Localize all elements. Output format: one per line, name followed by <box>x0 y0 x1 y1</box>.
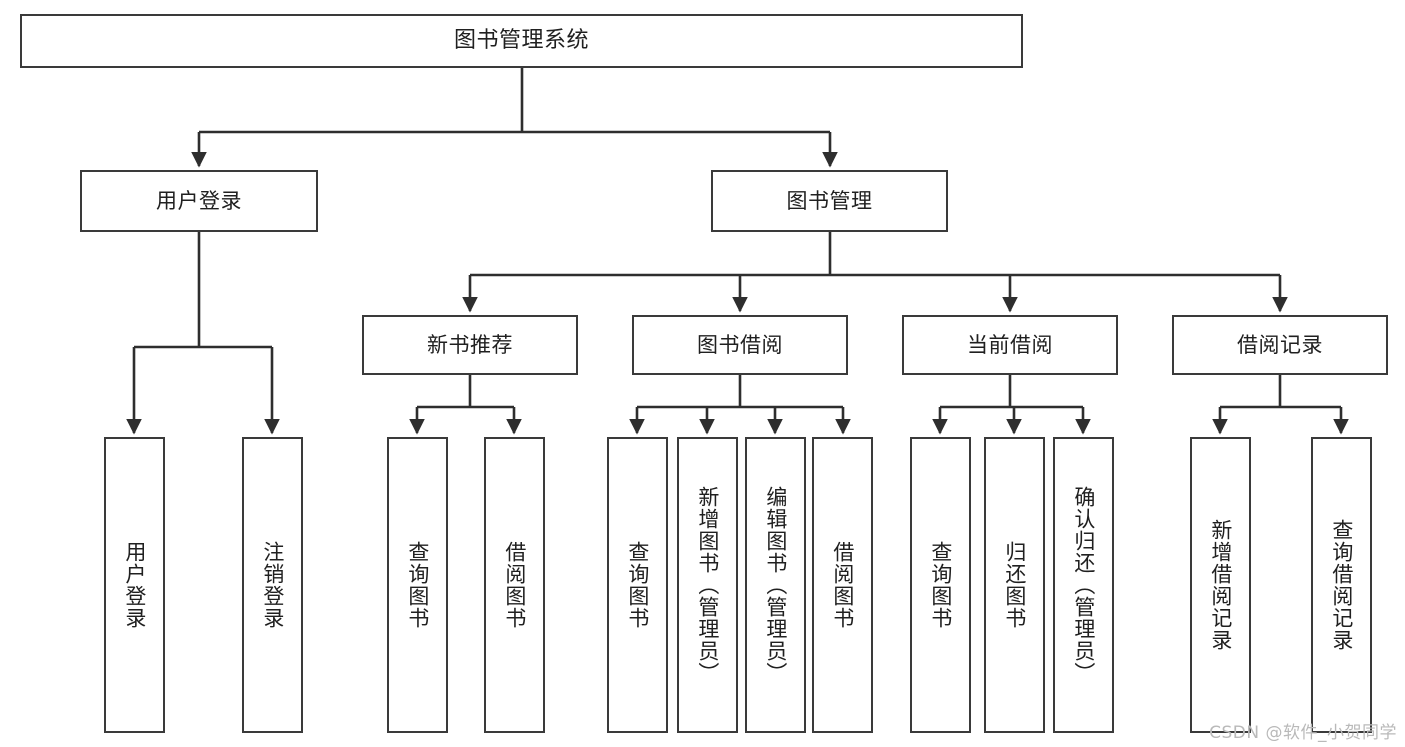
watermark: CSDN @软件_小贺同学 <box>1209 723 1397 743</box>
node-leaf-query-book-1-label: 查询图书 <box>405 541 430 629</box>
node-user-login-label: 用户登录 <box>156 188 242 213</box>
node-leaf-query-book-2-label: 查询图书 <box>625 541 650 629</box>
node-leaf-add-borrow-record[interactable]: 新增借阅记录 <box>1190 437 1251 733</box>
node-leaf-logout-login[interactable]: 注销登录 <box>242 437 303 733</box>
node-book-borrow-label: 图书借阅 <box>697 332 783 357</box>
node-new-book-recommend[interactable]: 新书推荐 <box>362 315 578 375</box>
node-leaf-borrow-book-1-label: 借阅图书 <box>502 541 527 629</box>
node-book-manage[interactable]: 图书管理 <box>711 170 948 232</box>
node-book-borrow[interactable]: 图书借阅 <box>632 315 848 375</box>
node-leaf-return-book-label: 归还图书 <box>1002 541 1027 629</box>
node-user-login[interactable]: 用户登录 <box>80 170 318 232</box>
node-leaf-edit-book-admin-label: 编辑图书（管理员） <box>763 486 788 684</box>
node-leaf-user-login-label: 用户登录 <box>122 541 147 629</box>
node-leaf-add-borrow-record-label: 新增借阅记录 <box>1208 519 1233 651</box>
node-leaf-return-book[interactable]: 归还图书 <box>984 437 1045 733</box>
node-leaf-edit-book-admin[interactable]: 编辑图书（管理员） <box>745 437 806 733</box>
node-current-borrow[interactable]: 当前借阅 <box>902 315 1118 375</box>
node-leaf-borrow-book-2[interactable]: 借阅图书 <box>812 437 873 733</box>
node-leaf-query-book-3-label: 查询图书 <box>928 541 953 629</box>
node-leaf-logout-login-label: 注销登录 <box>260 541 285 629</box>
node-book-manage-label: 图书管理 <box>786 188 873 213</box>
node-leaf-query-borrow-record-label: 查询借阅记录 <box>1329 519 1354 651</box>
node-current-borrow-label: 当前借阅 <box>967 332 1053 357</box>
node-leaf-confirm-return-admin[interactable]: 确认归还（管理员） <box>1053 437 1114 733</box>
node-leaf-query-book-2[interactable]: 查询图书 <box>607 437 668 733</box>
node-root[interactable]: 图书管理系统 <box>20 14 1023 68</box>
node-new-book-recommend-label: 新书推荐 <box>427 332 513 357</box>
node-leaf-borrow-book-2-label: 借阅图书 <box>830 541 855 629</box>
node-leaf-confirm-return-admin-label: 确认归还（管理员） <box>1071 486 1096 684</box>
node-leaf-user-login[interactable]: 用户登录 <box>104 437 165 733</box>
node-root-label: 图书管理系统 <box>453 28 589 53</box>
node-leaf-query-book-1[interactable]: 查询图书 <box>387 437 448 733</box>
node-leaf-query-borrow-record[interactable]: 查询借阅记录 <box>1311 437 1372 733</box>
node-leaf-add-book-admin-label: 新增图书（管理员） <box>695 486 720 684</box>
node-borrow-record[interactable]: 借阅记录 <box>1172 315 1388 375</box>
node-leaf-query-book-3[interactable]: 查询图书 <box>910 437 971 733</box>
node-leaf-borrow-book-1[interactable]: 借阅图书 <box>484 437 545 733</box>
node-borrow-record-label: 借阅记录 <box>1237 332 1323 357</box>
node-leaf-add-book-admin[interactable]: 新增图书（管理员） <box>677 437 738 733</box>
